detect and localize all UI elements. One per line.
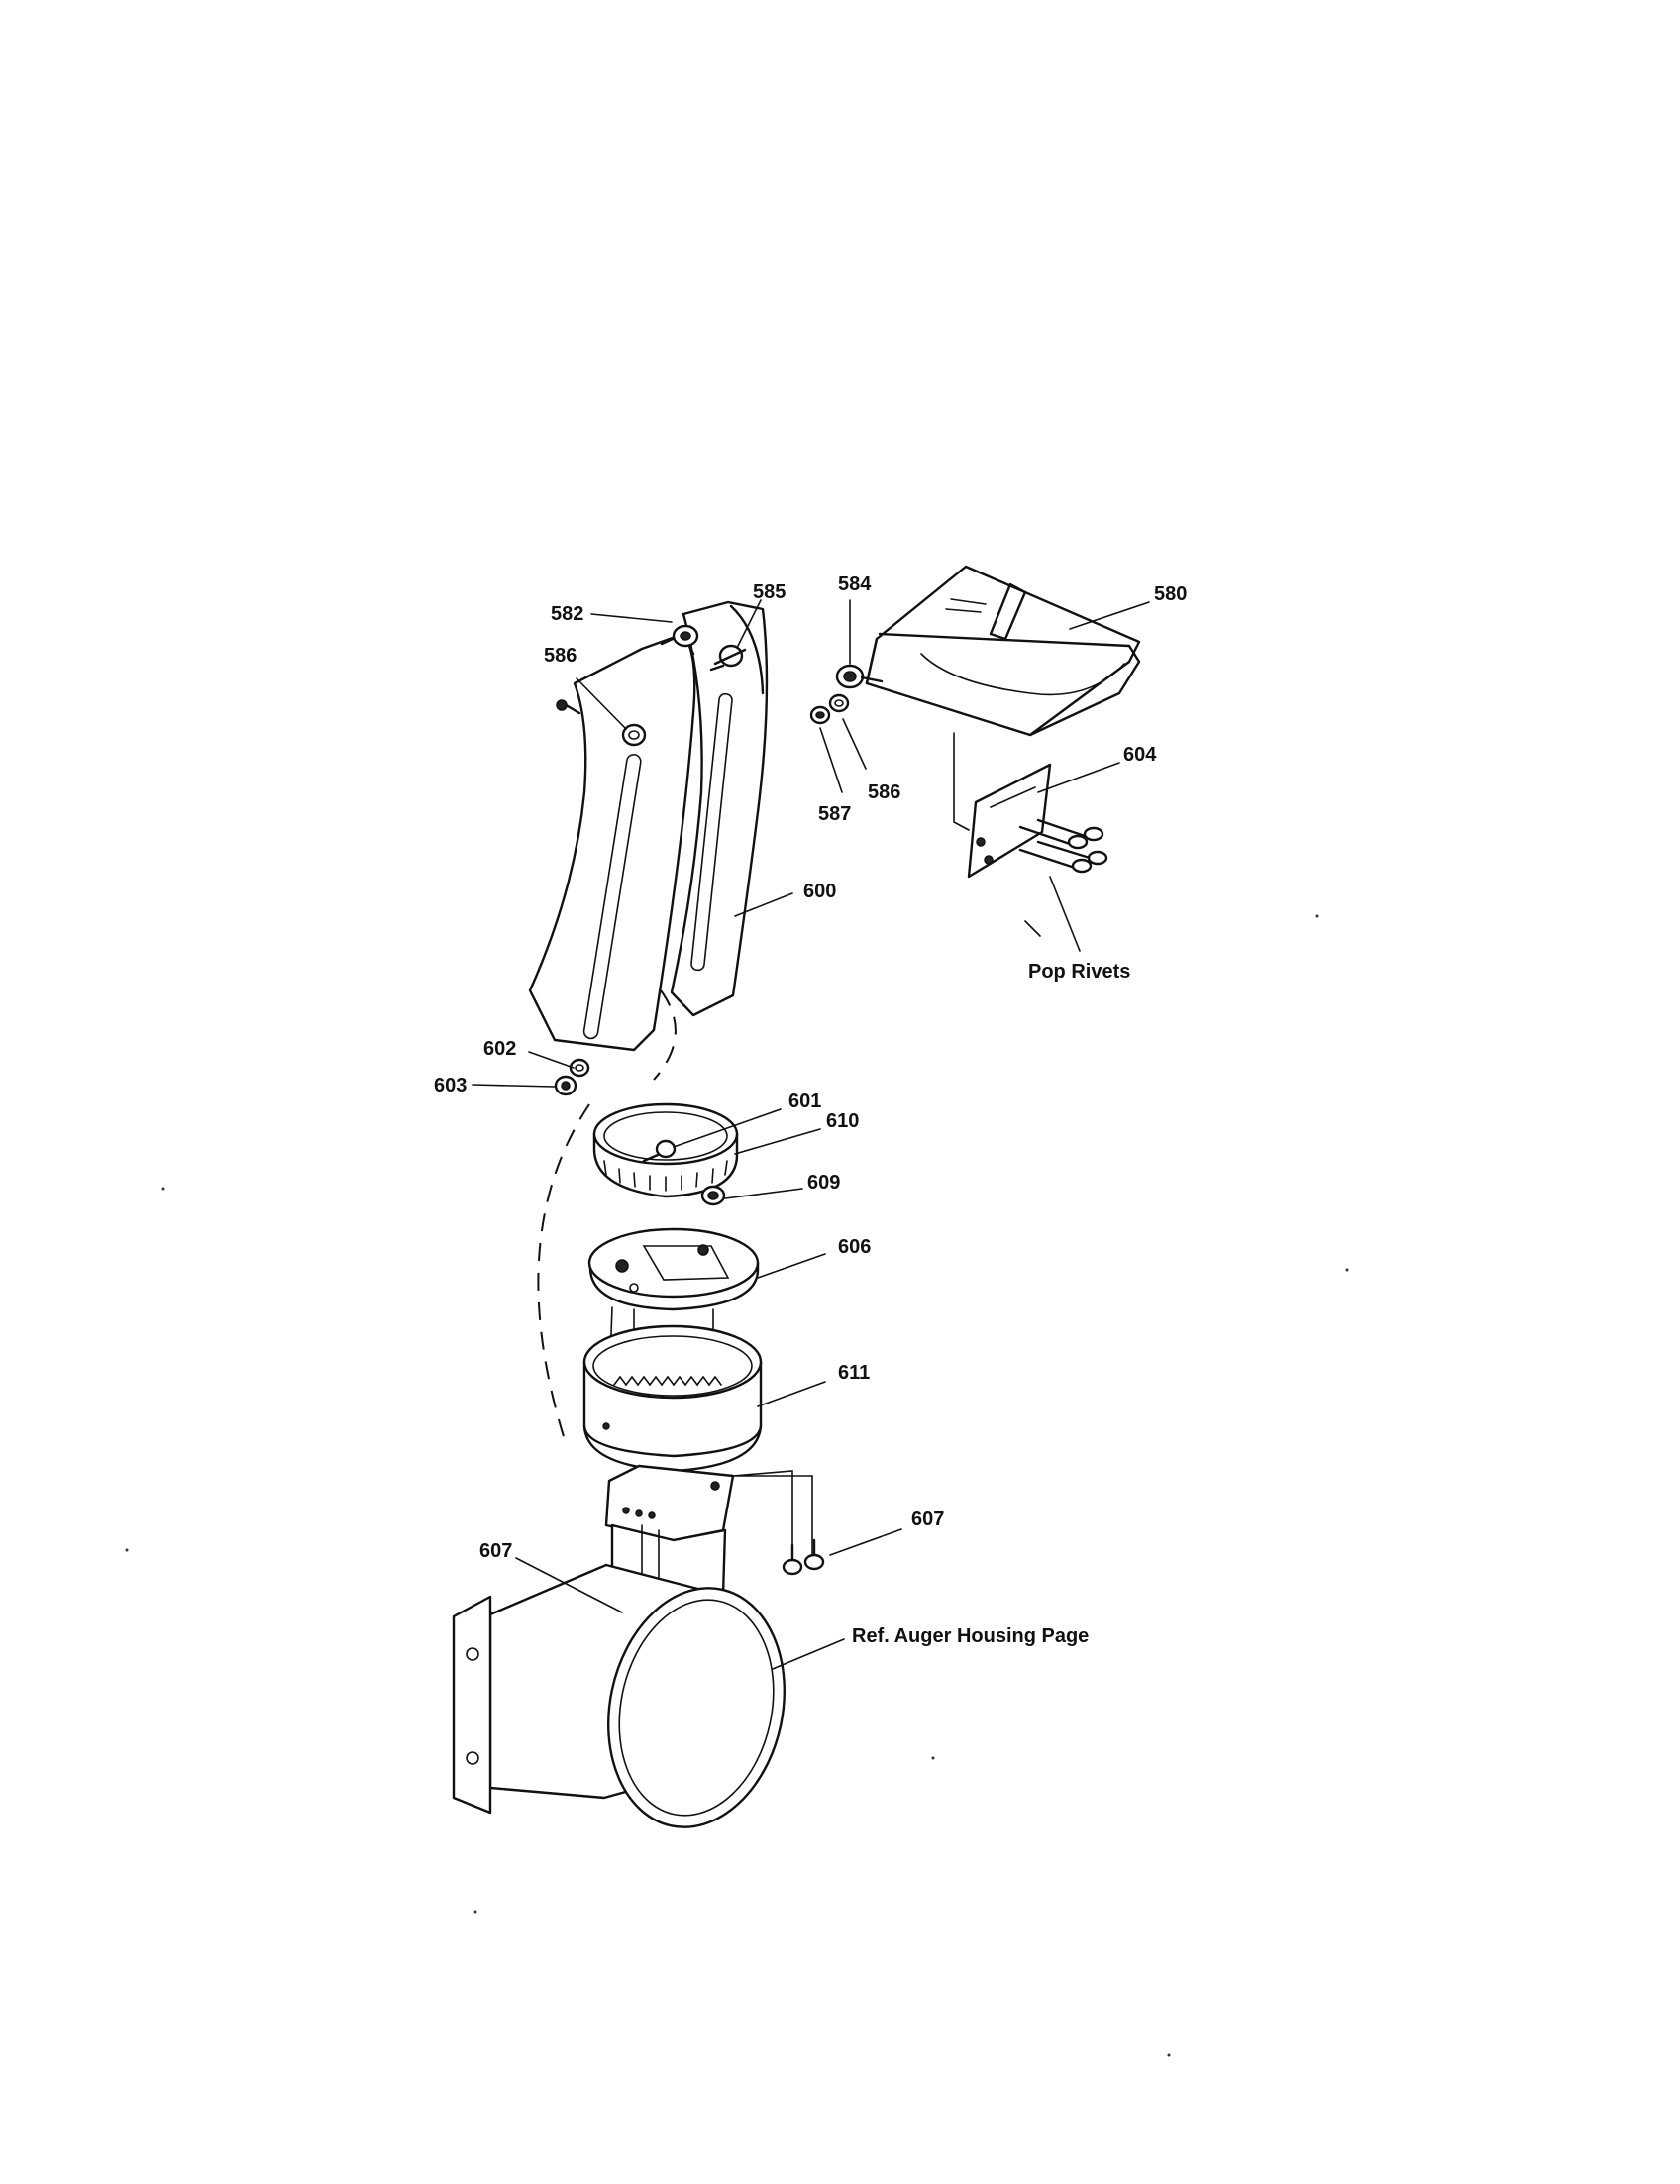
callout-586-right: 586: [868, 781, 900, 803]
callout-604: 604: [1123, 744, 1157, 766]
assembly-arc-upper: [653, 989, 677, 1081]
callout-auger-housing-ref: Ref. Auger Housing Page: [852, 1625, 1089, 1647]
callout-611: 611: [838, 1362, 870, 1384]
part-586-washer-right: [828, 693, 850, 713]
part-610-ring: [592, 1102, 739, 1198]
callout-607-right: 607: [911, 1508, 944, 1530]
callout-580: 580: [1154, 583, 1187, 605]
part-603-nut: [554, 1075, 578, 1096]
part-587-nut: [809, 705, 831, 725]
callout-587: 587: [818, 803, 851, 825]
callout-pop-rivets: Pop Rivets: [1028, 961, 1130, 983]
part-601-bolt: [642, 1139, 677, 1163]
callout-601: 601: [788, 1091, 821, 1112]
callout-606: 606: [838, 1236, 871, 1258]
part-604-plate: [953, 732, 1052, 879]
part-606-base-plate: [587, 1227, 760, 1388]
scan-specks: [125, 914, 1349, 2057]
auger-housing-cylinder: [452, 1563, 786, 1828]
callout-610: 610: [826, 1110, 859, 1132]
callout-582: 582: [551, 603, 583, 625]
part-582-knob: [672, 624, 699, 648]
assembly-arc-left: [537, 1103, 590, 1447]
callout-586-left: 586: [544, 645, 577, 667]
part-609-washer: [700, 1185, 726, 1206]
callout-585: 585: [753, 581, 786, 603]
part-602-washer: [569, 1058, 590, 1078]
leader-lines: [472, 599, 1150, 1670]
callout-609: 609: [807, 1172, 840, 1194]
callout-602: 602: [483, 1038, 516, 1060]
pop-rivets: [1018, 818, 1108, 874]
callout-607-left: 607: [479, 1540, 512, 1562]
part-584-knob: [835, 664, 884, 689]
callout-600: 600: [803, 881, 836, 902]
part-611-ring-gear: [582, 1324, 763, 1473]
part-607-bolts-right: [782, 1538, 825, 1576]
part-586-washer-left: [621, 723, 647, 747]
callout-584: 584: [838, 573, 872, 595]
callout-603: 603: [434, 1075, 467, 1096]
part-580-deflector: [865, 565, 1141, 737]
callout-labels: 582 585 584 580 586 586 587 604 600 Pop …: [434, 573, 1187, 1647]
part-600-upper-chute: [528, 600, 769, 1052]
part-585-bolt: [709, 644, 747, 672]
